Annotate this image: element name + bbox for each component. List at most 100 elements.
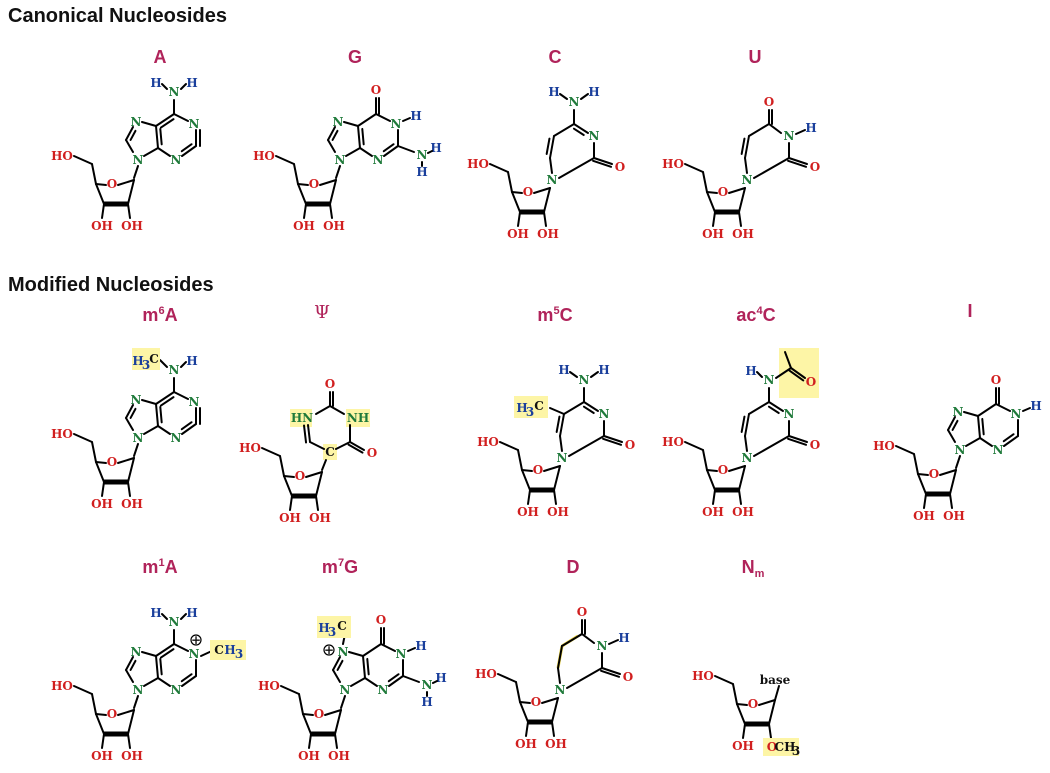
bond: [133, 443, 139, 457]
bond: [555, 415, 561, 433]
bond: [308, 733, 312, 749]
bond: [382, 143, 395, 153]
bond: [583, 401, 599, 412]
methyl-subscript: 3: [142, 358, 150, 372]
bond: [155, 655, 159, 679]
bond: [592, 159, 613, 168]
bond: [768, 723, 772, 739]
c4-carbonyl-oxygen: O: [577, 605, 587, 619]
methyl-subscript: 3: [792, 744, 800, 758]
bond: [95, 183, 107, 186]
bond: [73, 685, 93, 695]
bond: [335, 165, 341, 179]
bond: [329, 405, 345, 415]
bond: [738, 489, 742, 505]
five-prime-hydroxyl: HO: [239, 441, 261, 455]
purine-n7: N: [338, 645, 349, 659]
bond: [756, 371, 763, 378]
bond: [307, 424, 311, 443]
purine-n3: N: [378, 683, 389, 697]
methyl-carbon: C: [337, 619, 347, 633]
ribose-ring-oxygen: O: [531, 695, 541, 709]
bond: [601, 667, 621, 675]
bond: [283, 475, 293, 497]
modification-highlight: [514, 396, 548, 418]
bond: [127, 203, 131, 219]
bond: [1022, 407, 1031, 412]
amino-hydrogen: H: [150, 76, 161, 90]
ribose-ring-oxygen: O: [523, 185, 533, 199]
c6-carbonyl-oxygen: O: [376, 613, 386, 627]
five-prime-hydroxyl: HO: [467, 157, 489, 171]
bond: [573, 123, 589, 134]
bond: [133, 165, 139, 179]
purine-n9: N: [955, 443, 966, 457]
two-prime-hydroxyl: OH: [328, 749, 350, 763]
bond: [173, 643, 189, 652]
bond: [117, 709, 135, 716]
bond: [549, 135, 555, 159]
n3-hydrogen-nitrogen: NH: [347, 411, 369, 425]
bond: [101, 481, 105, 497]
purine-n1: N: [1011, 407, 1022, 421]
five-prime-hydroxyl: HO: [51, 149, 73, 163]
three-prime-hydroxyl: OH: [298, 749, 320, 763]
bond: [553, 489, 557, 505]
bond: [127, 709, 135, 735]
bond: [73, 155, 93, 165]
n1-hydrogen-nitrogen: HN: [291, 411, 313, 425]
c2-carbonyl-oxygen: O: [625, 438, 635, 452]
three-prime-hydroxyl: OH: [91, 749, 113, 763]
purine-n7: N: [131, 115, 142, 129]
bond: [180, 673, 193, 683]
bond: [357, 125, 361, 149]
bond: [361, 127, 365, 146]
pyrimidine-n1: N: [742, 451, 753, 465]
five-prime-hydroxyl: HO: [51, 427, 73, 441]
bond: [261, 447, 281, 457]
bond: [159, 657, 163, 676]
label-m5C: m5C: [537, 305, 573, 325]
c2-carbonyl-oxygen: O: [325, 377, 335, 391]
bond: [157, 425, 171, 435]
purine-n9: N: [133, 431, 144, 445]
bond: [350, 677, 366, 687]
bond: [519, 701, 529, 723]
ribose-ring-oxygen: O: [107, 177, 117, 191]
bond: [324, 709, 342, 716]
bond: [315, 471, 323, 497]
purine-n3: N: [373, 153, 384, 167]
amino-nitrogen: N: [422, 678, 433, 692]
bond: [141, 399, 157, 405]
label-m7G: m7G: [321, 557, 359, 577]
bond: [559, 435, 563, 452]
bond: [563, 401, 585, 415]
purine-n3: N: [171, 153, 182, 167]
bond: [551, 721, 555, 737]
bond: [129, 407, 137, 419]
five-prime-hydroxyl: HO: [258, 679, 280, 693]
bond: [380, 643, 396, 652]
two-prime-hydroxyl: OH: [121, 497, 143, 511]
bond: [517, 211, 521, 227]
bond: [402, 675, 420, 683]
bond: [965, 437, 981, 447]
amino-hydrogen: H: [421, 695, 432, 709]
c2-carbonyl-oxygen: O: [615, 160, 625, 174]
bond: [161, 83, 168, 90]
bond: [553, 123, 575, 137]
bond: [590, 371, 599, 378]
pyrimidine-n1: N: [742, 173, 753, 187]
bond: [979, 437, 993, 447]
label-m1A: m1A: [142, 557, 178, 577]
bond: [712, 489, 716, 505]
bond: [543, 187, 551, 213]
label-psi: Ψ: [314, 302, 330, 323]
bond: [159, 648, 175, 659]
bond: [795, 129, 806, 135]
c4-carbonyl-oxygen: O: [764, 95, 774, 109]
modification-highlight: [132, 348, 160, 370]
bond: [714, 675, 734, 685]
c2-carbonyl-oxygen: O: [623, 670, 633, 684]
